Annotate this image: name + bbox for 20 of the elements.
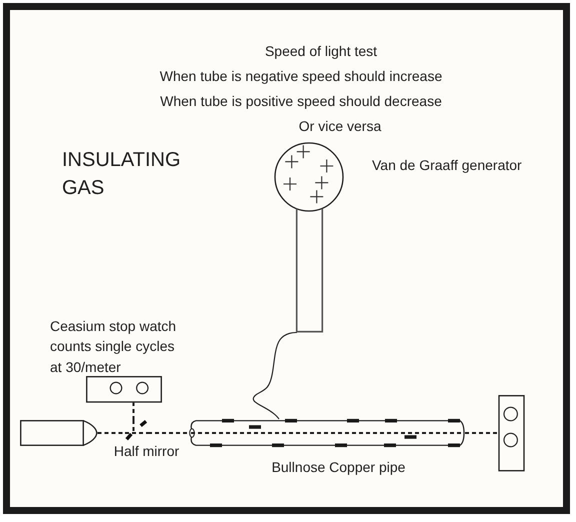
van-de-graaff-generator bbox=[274, 142, 344, 332]
detector-box bbox=[498, 395, 525, 472]
wire bbox=[252, 332, 297, 420]
caption-text: Bullnose Copper pipe bbox=[272, 459, 406, 476]
caption-text: Van de Graaff generator bbox=[372, 156, 522, 174]
diagram-title: Speed of light test bbox=[264, 42, 378, 60]
caption-text: Ceasium stop watch counts single cycles at 30/meter bbox=[50, 316, 178, 377]
note-text: When tube is negative speed should increase bbox=[160, 68, 442, 84]
dashed-line bbox=[132, 402, 134, 420]
dashed-line bbox=[148, 432, 188, 434]
dashed-line bbox=[98, 432, 125, 434]
caption-text: Half mirror bbox=[114, 443, 180, 460]
note-text: When tube is positive speed should decrease bbox=[160, 92, 442, 110]
region-label: INSULATING GAS bbox=[62, 148, 182, 201]
note-text: Or vice versa bbox=[298, 118, 382, 134]
dashed-line bbox=[465, 432, 498, 434]
light-source bbox=[20, 420, 98, 446]
copper-pipe bbox=[188, 419, 465, 448]
stopwatch-box bbox=[86, 376, 162, 403]
half-mirror bbox=[125, 420, 148, 441]
